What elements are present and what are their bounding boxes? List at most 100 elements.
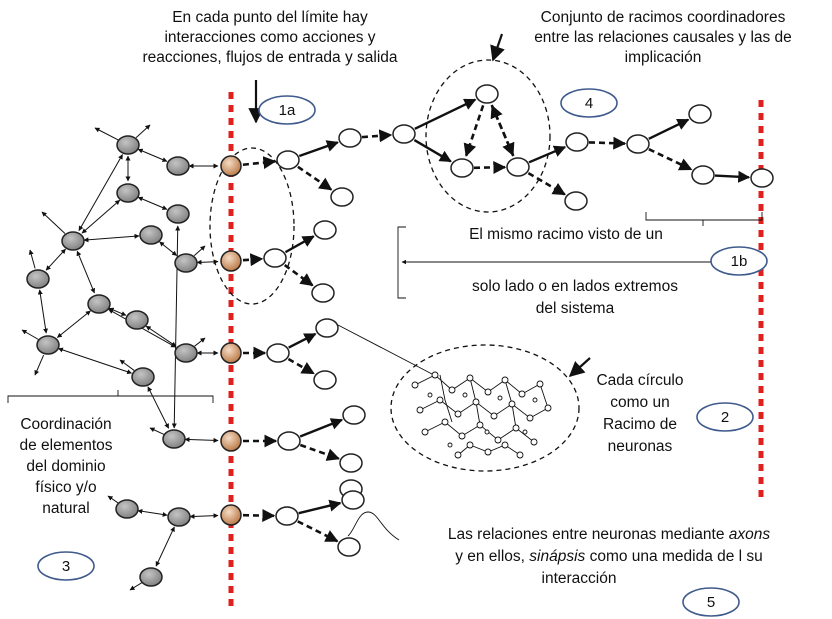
annotation-line: físico y/o xyxy=(35,479,97,496)
edge-g14-b4 xyxy=(184,437,219,443)
edge-w24-w26 xyxy=(297,520,339,543)
neuron-node-white xyxy=(315,318,339,338)
badge-3: 3 xyxy=(37,551,95,581)
annotation-coordinator-clusters: Conjunto de racimos coordinadores entre … xyxy=(498,8,828,68)
annotation-same-cluster-line1: El mismo racimo visto de un xyxy=(430,225,702,245)
neuron-node-white xyxy=(506,157,530,177)
neuron-node-white xyxy=(330,187,354,207)
neuron-node-white xyxy=(688,104,712,124)
annotation-line: implicación xyxy=(624,49,702,66)
edge-stub-3 xyxy=(28,249,36,269)
pointer-arrow-4 xyxy=(490,33,505,62)
edge-b2-w14 xyxy=(242,253,264,267)
edge-stub-9 xyxy=(129,582,142,591)
edge-w6-w7 xyxy=(528,145,567,164)
edge-w14-w16 xyxy=(283,264,314,287)
connector-line-to-cluster xyxy=(337,324,433,375)
edge-stub-8 xyxy=(107,495,119,504)
badge-5: 5 xyxy=(682,587,740,617)
edge-w4-w6 xyxy=(490,104,515,157)
edge-w1-w2 xyxy=(298,140,339,158)
neuron-node-white xyxy=(338,128,362,148)
neuron-node-gray xyxy=(166,156,190,176)
edge-w6-w12 xyxy=(527,171,566,196)
boundary-node xyxy=(220,250,242,272)
edge-g15-g16 xyxy=(137,508,168,517)
edge-stub-1 xyxy=(135,124,151,138)
edge-g13-g14 xyxy=(147,386,170,429)
edge-stub-0 xyxy=(94,127,119,141)
edge-w1-w13 xyxy=(297,165,333,191)
annotation-text: y en ellos, xyxy=(455,548,530,565)
annotation-coordination: Coordinación de elementos del dominio fí… xyxy=(4,414,128,519)
neuron-node-gray xyxy=(139,567,163,587)
edge-w24-w25 xyxy=(298,499,342,515)
neuron-node-white xyxy=(564,191,588,211)
edge-g5-g6 xyxy=(83,233,140,243)
edge-g1-g5 xyxy=(78,154,123,232)
edge-w17-w18 xyxy=(288,332,317,349)
edge-stub-2 xyxy=(41,211,66,234)
neuron-node-gray xyxy=(125,310,149,330)
neuron-node-white xyxy=(275,506,299,526)
annotation-line: como un xyxy=(610,394,670,411)
annotation-line: Coordinación xyxy=(20,416,112,433)
badge-2: 2 xyxy=(696,402,754,432)
edge-w6-w4 xyxy=(490,104,515,157)
edge-w8-w10 xyxy=(648,147,693,171)
annotation-text: Las relaciones entre neuronas mediante xyxy=(447,526,729,543)
bracket-top-right xyxy=(645,212,763,226)
edge-stub-5 xyxy=(34,354,45,376)
annotation-neuron-cluster: Cada círculo como un Racimo de neuronas xyxy=(585,370,695,458)
badge-1a: 1a xyxy=(258,95,316,125)
annotation-line: entre las relaciones causales y las de xyxy=(534,29,792,46)
neuron-node-white xyxy=(337,537,361,557)
neuron-node-gray xyxy=(116,183,140,203)
neuron-node-gray xyxy=(61,231,85,251)
edge-g11-g13 xyxy=(57,347,133,375)
edge-w20-w23 xyxy=(299,443,340,461)
annotation-line: Las relaciones entre neuronas mediante a… xyxy=(388,524,830,546)
neuron-node-white xyxy=(313,220,337,240)
neuron-node-gray xyxy=(174,343,198,363)
connector-curve-5 xyxy=(347,511,400,541)
neuron-node-white xyxy=(266,343,290,363)
edge-g1-g2 xyxy=(137,148,168,162)
boundary-node xyxy=(220,155,242,177)
annotation-boundary-interactions: En cada punto del límite hay interaccion… xyxy=(120,8,420,68)
boundary-node xyxy=(220,504,242,526)
edge-g16-b5 xyxy=(189,513,219,519)
edge-w10-w11 xyxy=(714,170,751,183)
annotation-text: como una medida de l su xyxy=(585,548,763,565)
edge-g5-g8 xyxy=(45,248,66,271)
edge-w17-w19 xyxy=(287,357,315,375)
edge-g3-g5 xyxy=(81,199,121,234)
bracket-left-coordination xyxy=(7,390,214,403)
svg-text:2: 2 xyxy=(721,409,729,426)
annotation-line: neuronas xyxy=(607,438,673,455)
neuron-node-gray xyxy=(162,429,186,449)
annotation-line: solo lado o en lados extremos xyxy=(472,278,678,295)
neuron-node-gray xyxy=(167,507,191,527)
neuron-node-white xyxy=(313,370,337,390)
edge-w4-w5 xyxy=(463,104,485,157)
coordinator-cluster-ellipse xyxy=(425,59,551,213)
annotation-sinapsis: sinápsis xyxy=(529,548,586,565)
neuron-node-white xyxy=(691,165,715,185)
neuron-node-white xyxy=(392,124,416,144)
neuron-node-gray xyxy=(139,225,163,245)
neuron-node-white xyxy=(475,84,499,104)
edge-g7-b2 xyxy=(196,259,219,265)
edge-w20-w21 xyxy=(299,418,344,438)
neuron-node-white xyxy=(450,158,474,178)
neuron-node-gray xyxy=(116,135,140,155)
boundary-node xyxy=(220,342,242,364)
edge-w3-w5 xyxy=(413,139,452,163)
neuron-node-white xyxy=(565,132,589,152)
boundary-cluster-ellipse xyxy=(209,147,295,305)
edge-g3-g4 xyxy=(137,196,168,210)
edge-g8-g11 xyxy=(37,289,48,334)
pointer-arrow-2 xyxy=(568,357,591,378)
neuron-node-gray xyxy=(87,294,111,314)
